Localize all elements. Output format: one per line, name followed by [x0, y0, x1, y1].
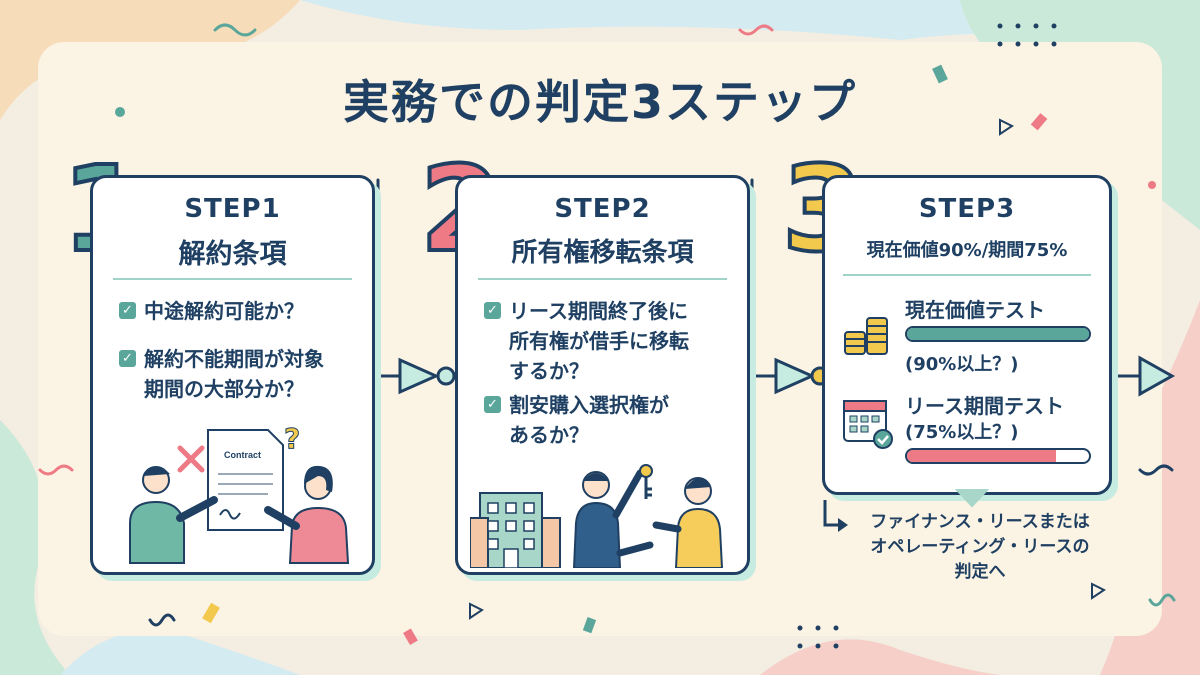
step-heading: 所有権移転条項: [511, 238, 694, 268]
check-icon: ✓: [484, 396, 501, 413]
page-title: 実務での判定3ステップ: [342, 75, 857, 129]
check-icon: ✓: [119, 302, 136, 319]
document-label: Contract: [224, 450, 261, 460]
present-value-bar: [905, 326, 1091, 342]
step-label: STEP1: [184, 194, 281, 224]
step-heading: 解約条項: [178, 239, 287, 270]
present-value-test-title: 現在価値テスト: [905, 298, 1045, 322]
lease-term-test-title: リース期間テスト: [905, 394, 1064, 418]
connector-1-2: [368, 357, 456, 395]
coins-icon: [844, 317, 888, 355]
result-text: ファイナンス・リースまたは オペレーティング・リースの 判定へ: [870, 512, 1090, 582]
building-icon: [470, 492, 561, 568]
calendar-check-icon: [843, 400, 893, 449]
person-right: [264, 465, 350, 564]
person-left: [129, 466, 218, 564]
step-heading: 現在価値90%/期間75%: [866, 240, 1068, 261]
step3-card: STEP3 現在価値90%/期間75% 現在価値テスト (90%以上？) リース…: [822, 175, 1112, 495]
checklist-item: 中途解約可能か？: [144, 299, 304, 323]
lease-term-bar-fill: [907, 450, 1057, 462]
checklist-item: 割安購入選択権が あるか？: [509, 393, 669, 447]
lease-term-bar: [905, 448, 1091, 464]
cross-icon: [177, 445, 205, 473]
contract-discussion-illustration: Contract ?: [129, 422, 350, 564]
connector-3-out: [1110, 355, 1176, 397]
connector-2-3: [744, 357, 830, 395]
check-icon: ✓: [119, 350, 136, 367]
step1-card: STEP1 解約条項 ✓ 中途解約可能か？ ✓ 解約不能期間が対象 期間の大部分…: [90, 175, 375, 575]
step-label: STEP2: [554, 194, 651, 224]
question-mark-icon: ?: [284, 422, 300, 455]
present-value-bar-fill: [907, 328, 1089, 340]
person-casual: [652, 477, 724, 568]
step2-card: STEP2 所有権移転条項 ✓ リース期間終了後に 所有権が借手に移転 するか？…: [455, 175, 750, 575]
key-handover-illustration: [470, 464, 724, 568]
person-suit: [572, 469, 654, 568]
checklist-item: 解約不能期間が対象 期間の大部分か？: [144, 347, 324, 401]
lease-term-condition: (75%以上？): [905, 422, 1019, 443]
key-icon: [639, 464, 653, 499]
check-icon: ✓: [484, 302, 501, 319]
down-arrow-icon: [955, 489, 989, 508]
contract-document-icon: [207, 429, 284, 531]
step-label: STEP3: [918, 194, 1016, 224]
present-value-condition: (90%以上？): [905, 354, 1019, 375]
checklist-item: リース期間終了後に 所有権が借手に移転 するか？: [509, 299, 689, 383]
